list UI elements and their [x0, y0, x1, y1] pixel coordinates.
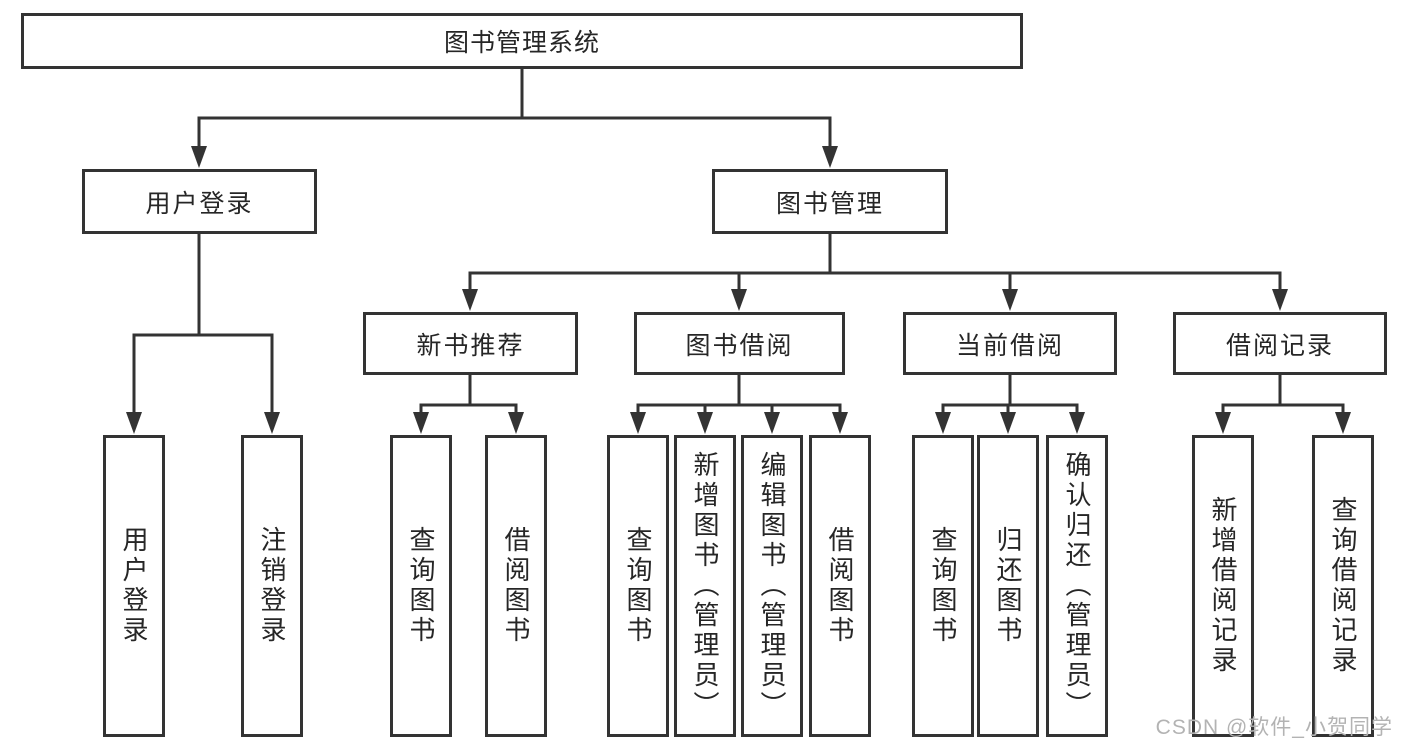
leaf-query-borrow-record: 查询借阅记录: [1312, 435, 1374, 737]
node-borrowing-records: 借阅记录: [1173, 312, 1387, 375]
leaf-query-books-borrow: 查询图书: [607, 435, 669, 737]
node-book-borrowing: 图书借阅: [634, 312, 845, 375]
node-label: 查询图书: [928, 526, 958, 646]
arrowhead: [697, 412, 713, 434]
node-label: 查询图书: [406, 526, 436, 646]
connector-borrow-to-leaves: [636, 372, 842, 418]
node-label: 归还图书: [993, 526, 1023, 646]
node-label: 用户登录: [145, 189, 254, 218]
node-book-management: 图书管理: [712, 169, 948, 234]
arrowhead: [126, 412, 142, 434]
node-label: 图书管理系统: [443, 29, 600, 57]
node-label: 新增借阅记录: [1208, 496, 1238, 676]
node-label: 当前借阅: [955, 331, 1064, 360]
arrowhead: [191, 146, 207, 168]
leaf-query-books-current: 查询图书: [912, 435, 974, 737]
connector-records-to-leaves: [1221, 372, 1345, 418]
arrowhead: [1002, 289, 1018, 311]
csdn-watermark: CSDN @软件_小贺同学: [1155, 716, 1393, 739]
node-label: 借阅记录: [1225, 331, 1334, 360]
arrowhead: [731, 289, 747, 311]
connector-arrowheads: [126, 146, 1351, 434]
connector-root-to-level2: [197, 66, 832, 152]
arrowhead: [935, 412, 951, 434]
node-label: 用户登录: [119, 526, 149, 646]
arrowhead: [630, 412, 646, 434]
node-label: 查询图书: [623, 526, 653, 646]
connector-userlogin-to-leaves: [132, 232, 274, 418]
node-label: 新增图书（管理员）: [690, 451, 720, 721]
leaf-user-login: 用户登录: [103, 435, 165, 737]
leaf-borrow-books-newbook: 借阅图书: [485, 435, 547, 737]
arrowhead: [764, 412, 780, 434]
leaf-edit-books-admin: 编辑图书（管理员）: [741, 435, 803, 737]
connector-current-to-leaves: [941, 372, 1079, 418]
connector-newbook-to-leaves: [419, 372, 518, 418]
arrowhead: [1272, 289, 1288, 311]
arrowhead: [413, 412, 429, 434]
leaf-confirm-return-admin: 确认归还（管理员）: [1046, 435, 1108, 737]
connector-bookmgmt-to-level3: [468, 231, 1282, 297]
node-label: 图书借阅: [685, 331, 794, 360]
node-label: 借阅图书: [501, 526, 531, 646]
node-label: 新书推荐: [416, 331, 525, 360]
leaf-return-books: 归还图书: [977, 435, 1039, 737]
arrowhead: [1215, 412, 1231, 434]
node-label: 图书管理: [775, 189, 884, 218]
arrowhead: [822, 146, 838, 168]
arrowhead: [1069, 412, 1085, 434]
arrowhead: [264, 412, 280, 434]
node-library-management-system: 图书管理系统: [21, 13, 1023, 69]
leaf-query-books-newbook: 查询图书: [390, 435, 452, 737]
arrowhead: [832, 412, 848, 434]
leaf-borrow-books: 借阅图书: [809, 435, 871, 737]
leaf-logout: 注销登录: [241, 435, 303, 737]
leaf-add-books-admin: 新增图书（管理员）: [674, 435, 736, 737]
node-label: 借阅图书: [825, 526, 855, 646]
node-current-borrowing: 当前借阅: [903, 312, 1117, 375]
node-label: 确认归还（管理员）: [1062, 451, 1092, 721]
arrowhead: [508, 412, 524, 434]
arrowhead: [1000, 412, 1016, 434]
node-label: 注销登录: [257, 526, 287, 646]
arrowhead: [1335, 412, 1351, 434]
node-user-login: 用户登录: [82, 169, 317, 234]
node-label: 查询借阅记录: [1328, 496, 1358, 676]
node-new-book-recommendation: 新书推荐: [363, 312, 578, 375]
arrowhead: [462, 289, 478, 311]
node-label: 编辑图书（管理员）: [757, 451, 787, 721]
leaf-add-borrow-record: 新增借阅记录: [1192, 435, 1254, 737]
